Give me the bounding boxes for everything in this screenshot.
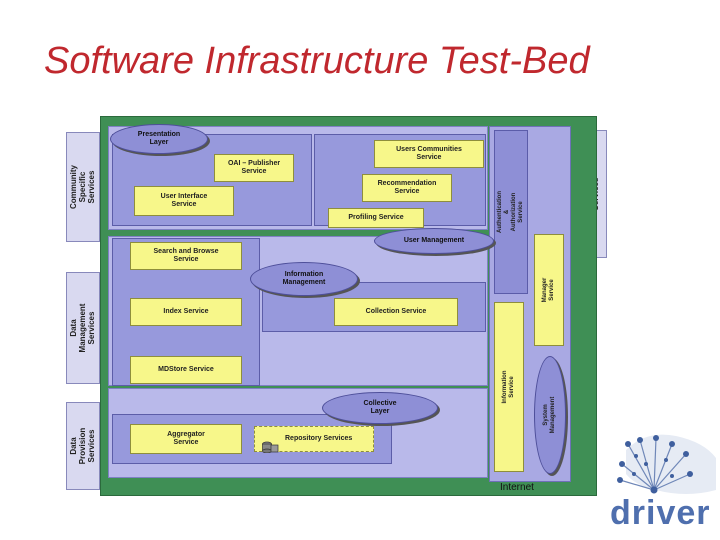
data-provision-services-label: Data Provision Services	[66, 402, 100, 490]
users-communities-service: Users Communities Service	[374, 140, 484, 168]
recommendation-service: Recommendation Service	[362, 174, 452, 202]
architecture-diagram: Community Specific Services Data Managem…	[64, 112, 612, 496]
mdstore-service: MDStore Service	[130, 356, 242, 384]
profiling-service: Profiling Service	[328, 208, 424, 228]
collective-layer-oval: Collective Layer	[322, 392, 438, 424]
oai-publisher-service: OAI – Publisher Service	[214, 154, 294, 182]
repository-services: Repository Services	[254, 426, 374, 454]
manager-service: Manager Service	[534, 234, 564, 346]
data-management-services-label: Data Management Services	[66, 272, 100, 384]
user-management-oval: User Management	[374, 228, 494, 254]
collection-service: Collection Service	[334, 298, 458, 326]
repository-services-label: Repository Services	[285, 434, 353, 442]
information-management-oval: Information Management	[250, 262, 358, 296]
search-browse-service: Search and Browse Service	[130, 242, 242, 270]
index-service: Index Service	[130, 298, 242, 326]
information-service: Information Service	[494, 302, 524, 472]
system-management-oval: System Management	[534, 356, 566, 474]
community-services-label: Community Specific Services	[66, 132, 100, 242]
network-graphic-icon	[617, 434, 716, 494]
page-title: Software Infrastructure Test-Bed	[44, 40, 590, 82]
driver-logo-text: driver	[610, 494, 711, 532]
presentation-layer-oval: Presentation Layer	[110, 124, 208, 154]
aggregator-service: Aggregator Service	[130, 424, 242, 454]
auth-column: Authentication & Authorization Service	[494, 130, 528, 294]
driver-logo: driver	[606, 430, 718, 538]
internet-label: Internet	[500, 482, 534, 493]
database-icon	[261, 433, 279, 454]
user-interface-service: User Interface Service	[134, 186, 234, 216]
